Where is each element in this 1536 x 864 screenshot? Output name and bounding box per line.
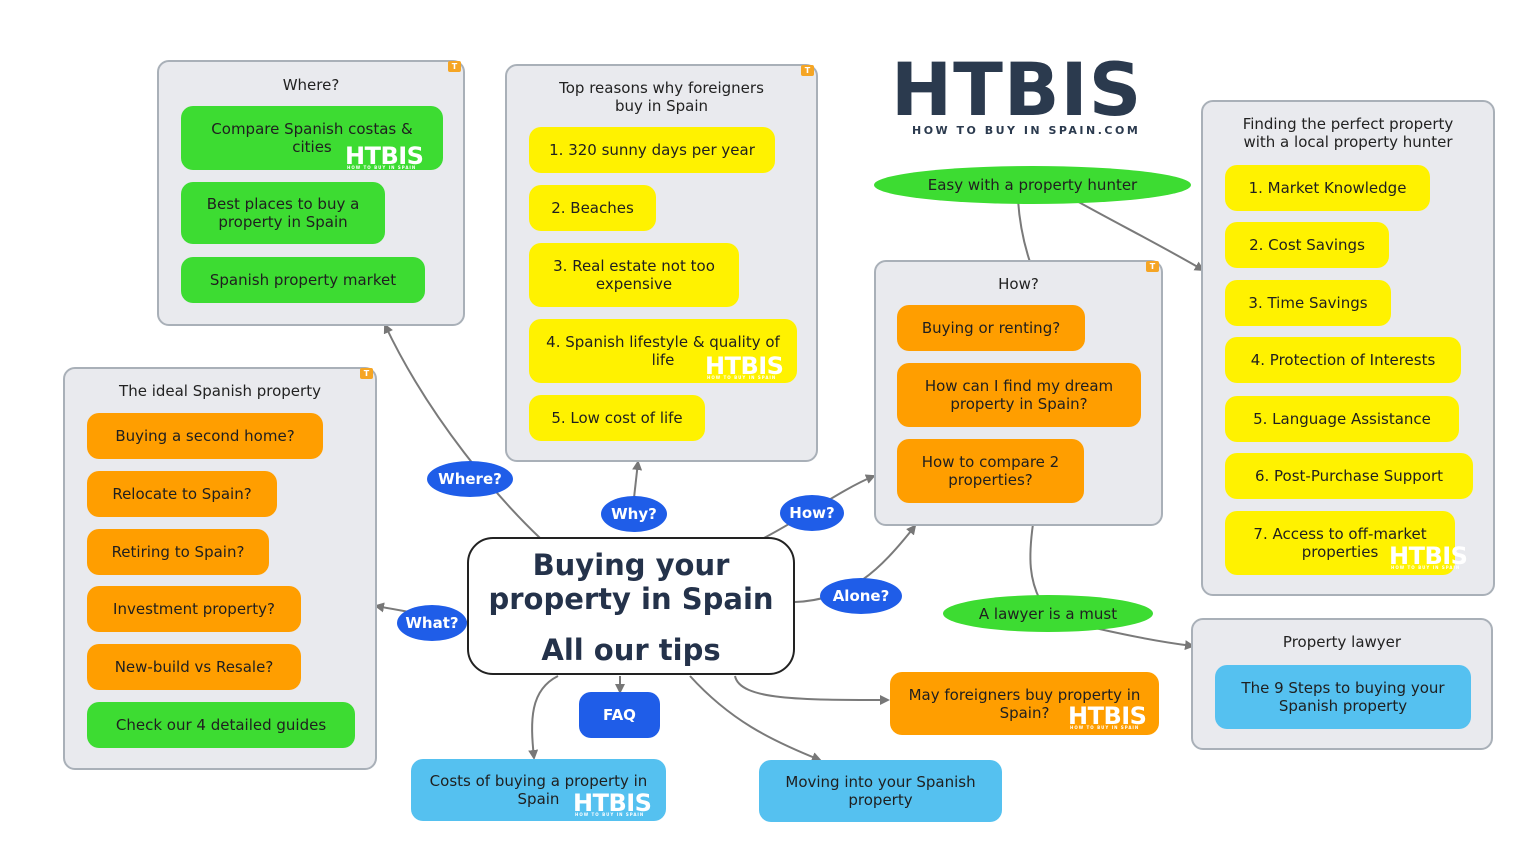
central-topic-line-3: All our tips xyxy=(541,633,721,667)
moving-node[interactable]: Moving into your Spanish property xyxy=(759,760,1002,822)
lawyer-connector[interactable]: A lawyer is a must xyxy=(943,595,1153,632)
faq-button[interactable]: FAQ xyxy=(579,692,660,738)
how-item-2[interactable]: How can I find my dream property in Spai… xyxy=(897,363,1141,427)
central-topic-line-2: property in Spain xyxy=(488,582,774,616)
central-topic[interactable]: Buying your property in Spain All our ti… xyxy=(467,537,795,675)
costs-node[interactable]: Costs of buying a property in Spain xyxy=(411,759,666,821)
ideal-group-title: The ideal Spanish property xyxy=(119,382,321,400)
task-badge: T xyxy=(448,61,461,72)
ideal-item-5[interactable]: New-build vs Resale? xyxy=(87,644,301,690)
alone-connector[interactable]: Alone? xyxy=(820,578,902,614)
hunter-item-3[interactable]: 3. Time Savings xyxy=(1225,280,1391,326)
ideal-item-4[interactable]: Investment property? xyxy=(87,586,301,632)
lawyer-group: Property lawyer The 9 Steps to buying yo… xyxy=(1191,618,1493,750)
how-item-3[interactable]: How to compare 2 properties? xyxy=(897,439,1084,503)
hunter-group-title: Finding the perfect property with a loca… xyxy=(1242,115,1454,151)
where-item-1[interactable]: Compare Spanish costas & cities xyxy=(181,106,443,170)
htbis-logo: HTBIS xyxy=(891,48,1143,133)
hunter-group: Finding the perfect property with a loca… xyxy=(1201,100,1495,596)
hunter-item-5[interactable]: 5. Language Assistance xyxy=(1225,396,1459,442)
where-group-title: Where? xyxy=(282,76,340,94)
ideal-group: The ideal Spanish property T Buying a se… xyxy=(63,367,377,770)
lawyer-group-title: Property lawyer xyxy=(1282,633,1402,651)
htbis-logo-tagline: HOW TO BUY IN SPAIN.COM xyxy=(912,124,1141,137)
why-connector[interactable]: Why? xyxy=(601,496,667,532)
reason-item-4[interactable]: 4. Spanish lifestyle & quality of life xyxy=(529,319,797,383)
how-item-1[interactable]: Buying or renting? xyxy=(897,305,1085,351)
hunter-item-6[interactable]: 6. Post-Purchase Support xyxy=(1225,453,1473,499)
hunter-item-4[interactable]: 4. Protection of Interests xyxy=(1225,337,1461,383)
hunter-item-1[interactable]: 1. Market Knowledge xyxy=(1225,165,1430,211)
task-badge: T xyxy=(801,65,814,76)
lawyer-item-1[interactable]: The 9 Steps to buying your Spanish prope… xyxy=(1215,665,1471,729)
ideal-item-2[interactable]: Relocate to Spain? xyxy=(87,471,277,517)
reason-item-1[interactable]: 1. 320 sunny days per year xyxy=(529,127,775,173)
how-group-title: How? xyxy=(998,275,1039,293)
reason-item-2[interactable]: 2. Beaches xyxy=(529,185,656,231)
ideal-item-3[interactable]: Retiring to Spain? xyxy=(87,529,269,575)
foreigners-node[interactable]: May foreigners buy property in Spain? xyxy=(890,672,1159,735)
hunter-item-7[interactable]: 7. Access to off-market properties xyxy=(1225,511,1455,575)
how-group: How? T Buying or renting? How can I find… xyxy=(874,260,1163,526)
hunter-item-2[interactable]: 2. Cost Savings xyxy=(1225,222,1389,268)
reasons-group-title: Top reasons why foreigners buy in Spain xyxy=(559,79,764,115)
task-badge: T xyxy=(1146,261,1159,272)
ideal-item-6[interactable]: Check our 4 detailed guides xyxy=(87,702,355,748)
central-topic-line-1: Buying your xyxy=(532,548,730,582)
task-badge: T xyxy=(360,368,373,379)
reason-item-3[interactable]: 3. Real estate not too expensive xyxy=(529,243,739,307)
what-connector[interactable]: What? xyxy=(397,605,467,641)
where-group: Where? T Compare Spanish costas & cities… xyxy=(157,60,465,326)
ideal-item-1[interactable]: Buying a second home? xyxy=(87,413,323,459)
where-connector[interactable]: Where? xyxy=(427,461,513,497)
where-item-3[interactable]: Spanish property market xyxy=(181,257,425,303)
property-hunter-connector[interactable]: Easy with a property hunter xyxy=(874,166,1191,204)
where-item-2[interactable]: Best places to buy a property in Spain xyxy=(181,182,385,244)
how-connector[interactable]: How? xyxy=(780,495,844,531)
reasons-group: Top reasons why foreigners buy in Spain … xyxy=(505,64,818,462)
reason-item-5[interactable]: 5. Low cost of life xyxy=(529,395,705,441)
